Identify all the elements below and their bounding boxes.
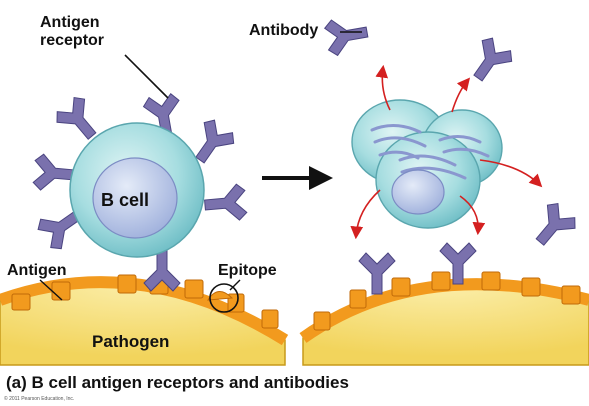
copyright-notice: © 2011 Pearson Education, Inc. <box>4 396 75 402</box>
figure-caption: (a) B cell antigen receptors and antibod… <box>6 373 349 392</box>
epitope-pointer-line <box>229 279 241 291</box>
antigen-receptor-label: Antigen receptor <box>40 14 104 50</box>
antigen-pointer-line <box>39 279 63 301</box>
antigen-receptor-line2: receptor <box>40 32 105 49</box>
b-cell <box>28 88 252 296</box>
antibody-label: Antibody <box>249 22 319 39</box>
pathogen-right <box>299 278 589 366</box>
plasma-cells <box>351 99 503 229</box>
b-cell-label: B cell <box>101 190 150 210</box>
antigen-receptor-line1: Antigen <box>40 14 100 31</box>
antigen-label: Antigen <box>7 262 67 279</box>
secretion-arrows <box>350 64 543 240</box>
pathogen-label: Pathogen <box>92 332 170 351</box>
receptor-pointer-line <box>124 54 169 99</box>
epitope-label: Epitope <box>218 262 277 279</box>
epitope-circle <box>209 283 239 313</box>
antigen-bumps-right <box>313 271 581 331</box>
